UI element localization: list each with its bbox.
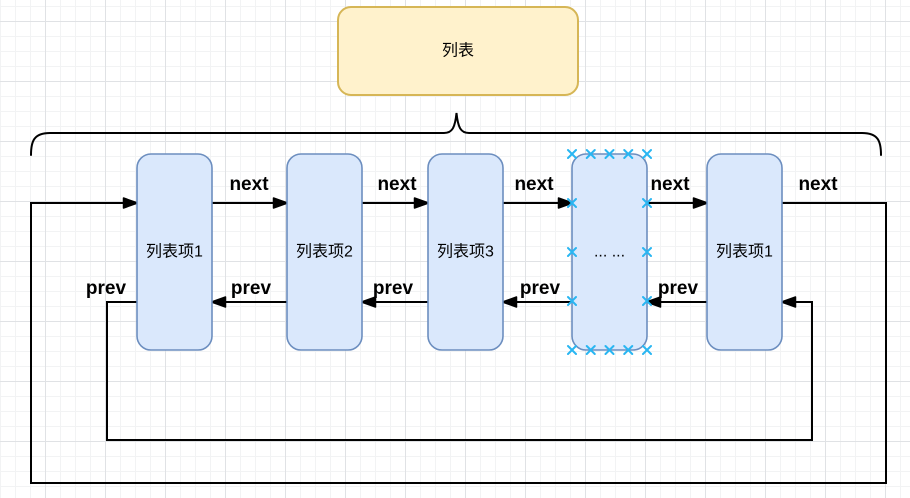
list-node-3[interactable] [427, 153, 504, 351]
list-header-node[interactable] [337, 6, 579, 96]
next-label-3[interactable]: next [514, 174, 554, 195]
list-node-3-label: 列表项3 [437, 243, 494, 261]
list-node-4-label: ... ... [594, 244, 625, 261]
list-node-1-label: 列表项1 [146, 243, 203, 261]
next-label-1[interactable]: next [229, 174, 269, 195]
list-node-5-label: 列表项1 [716, 243, 773, 261]
prev-edge-loop[interactable] [106, 296, 813, 441]
next-edge-loop[interactable] [30, 197, 887, 484]
prev-label-4[interactable]: prev [658, 278, 699, 299]
next-label-4[interactable]: next [650, 174, 690, 195]
prev-label-2[interactable]: prev [373, 278, 414, 299]
list-node-2[interactable] [286, 153, 363, 351]
connection-point-x-icon[interactable] [567, 149, 652, 355]
list-node-2-label: 列表项2 [296, 243, 353, 261]
prev-label-loop[interactable]: prev [86, 278, 127, 299]
list-header-label: 列表 [442, 42, 474, 60]
prev-label-1[interactable]: prev [231, 278, 272, 299]
curly-brace[interactable] [30, 112, 882, 156]
next-label-2[interactable]: next [377, 174, 417, 195]
prev-label-3[interactable]: prev [520, 278, 561, 299]
list-node-1[interactable] [136, 153, 213, 351]
next-label-loop[interactable]: next [798, 174, 838, 195]
list-node-5[interactable] [706, 153, 783, 351]
